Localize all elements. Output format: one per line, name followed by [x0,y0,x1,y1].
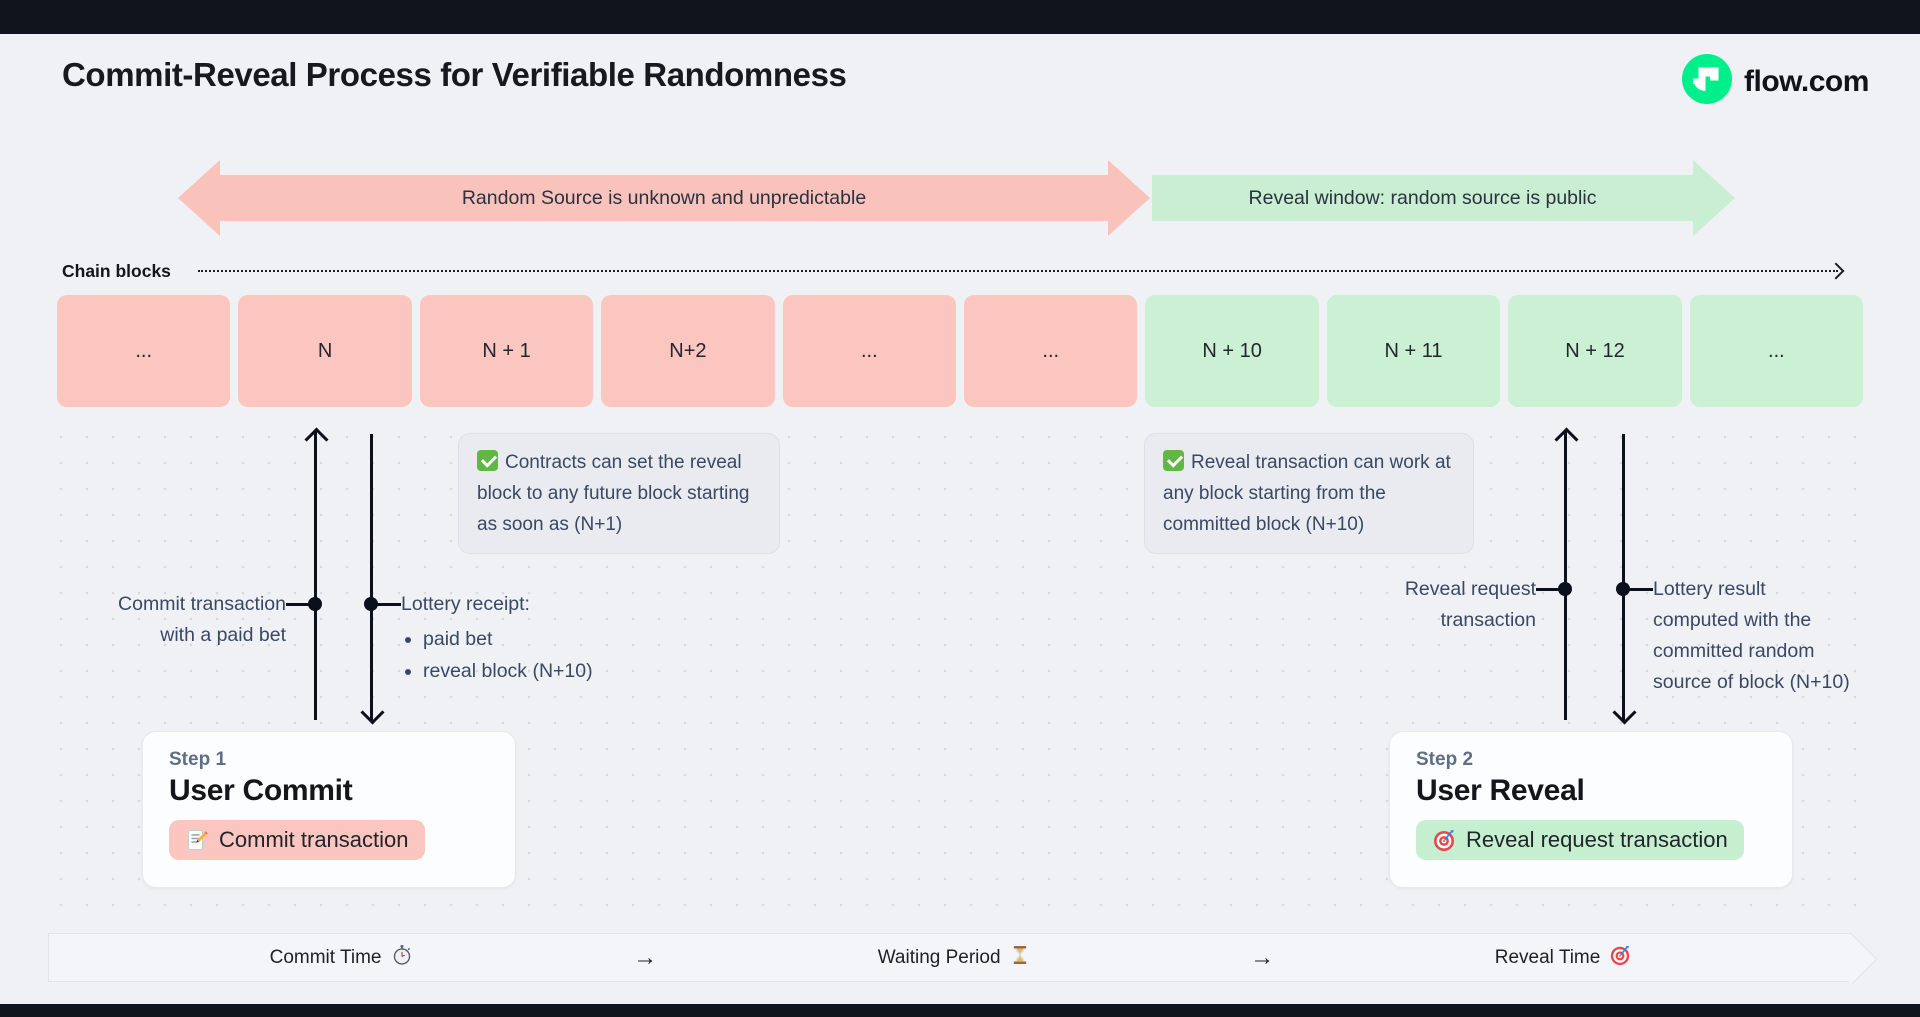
top-frame-bar [0,0,1920,34]
step2-title: User Reveal [1416,774,1585,807]
connector-dot [1616,582,1631,596]
chain-block: ... [782,295,957,407]
arrow-right-head [1108,160,1150,236]
step2-card: Step 2 User Reveal Reveal request transa… [1389,731,1793,888]
unknown-phase-label: Random Source is unknown and unpredictab… [220,175,1108,221]
check-icon [1163,450,1184,471]
timeline-waiting-period: Waiting Period [878,944,1030,972]
chain-block: N + 10 [1145,295,1319,407]
reveal-callout: Reveal transaction can work at any block… [1144,433,1474,554]
connector-tick [373,602,401,606]
brand: flow.com [1682,54,1869,109]
reveal-badge-label: Reveal request transaction [1466,827,1728,852]
receipt-down-arrow [369,434,373,720]
chain-block: N [238,295,412,407]
check-icon [477,450,498,471]
stopwatch-icon [391,944,413,972]
arrow-right-head [1693,160,1735,236]
chain-block: N + 1 [419,295,594,407]
target-icon [1432,828,1456,852]
step1-title: User Commit [169,774,353,807]
timeline-arrow: → [1250,943,1275,971]
chain-block: ... [1689,295,1864,407]
timeline-reveal-time: Reveal Time [1495,944,1632,972]
connector-tick [1625,587,1653,591]
connector-dot [308,597,323,611]
timeline-arrow: → [633,943,658,971]
commit-tx-label: Commit transaction with a paid bet [118,593,286,646]
chain-blocks-label: Chain blocks [62,261,171,281]
flow-logo-icon [1682,54,1732,109]
chain-block: N + 12 [1508,295,1682,407]
chain-block: N+2 [601,295,775,407]
timeline-commit-time: Commit Time [270,944,413,972]
reveal-tx-label: Reveal request transaction [1404,578,1536,631]
reveal-window-label: Reveal window: random source is public [1152,175,1693,221]
hourglass-icon [1010,944,1030,972]
connector-dot [364,597,379,611]
arrow-left-head [178,160,220,236]
bottom-frame-bar [0,1004,1920,1017]
chain-block: ... [57,295,231,407]
commit-transaction-badge: Commit transaction [169,820,425,860]
unknown-phase-arrow: Random Source is unknown and unpredictab… [178,160,1150,236]
reveal-request-badge: Reveal request transaction [1416,820,1744,860]
chain-block: N + 11 [1326,295,1501,407]
timeline-bar: Commit Time → Waiting Period [48,933,1852,982]
reveal-window-arrow: Reveal window: random source is public [1152,160,1735,236]
step1-kicker: Step 1 [169,749,227,770]
result-down-arrow [1621,434,1625,720]
target-icon [1609,944,1631,972]
reveal-up-arrow [1563,432,1567,720]
connector-tick [1536,587,1565,591]
memo-icon [185,828,209,852]
lottery-receipt-label: Lottery receipt: paid bet reveal block (… [401,589,593,687]
connector-tick [286,602,315,606]
chain-block: ... [964,295,1138,407]
commit-up-arrow [313,432,317,720]
commit-badge-label: Commit transaction [219,827,409,852]
connector-dot [1558,582,1573,596]
step1-card: Step 1 User Commit Commit transaction [142,731,516,888]
reveal-callout-text: Reveal transaction can work at any block… [1163,452,1451,535]
brand-name: flow.com [1744,64,1869,98]
chain-dotted-arrow [198,270,1838,272]
page-title: Commit-Reveal Process for Verifiable Ran… [62,56,847,93]
lottery-result-label: Lottery result computed with the committ… [1653,578,1850,693]
commit-callout-text: Contracts can set the reveal block to an… [477,452,750,535]
chain-blocks-row: ... N N + 1 N+2 ... ... N + 10 N + 11 N … [57,295,1864,407]
step2-kicker: Step 2 [1416,749,1474,770]
commit-callout: Contracts can set the reveal block to an… [458,433,780,554]
